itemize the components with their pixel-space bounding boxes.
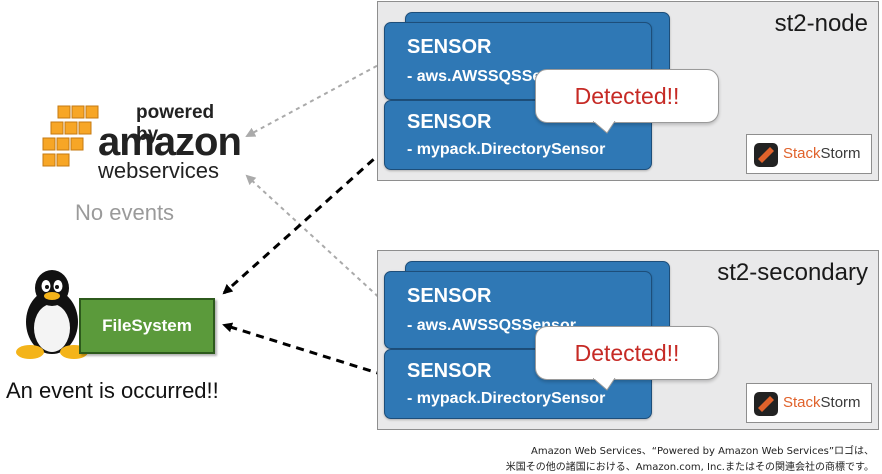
aws-amazon-wordmark: amazon (98, 120, 242, 164)
stackstorm-logo-icon (754, 392, 778, 416)
sensor-name: - mypack.DirectorySensor (407, 141, 606, 158)
node-panel-st2-secondary: st2-secondary SENSOR - aws.AWSSQSSensor … (377, 250, 879, 430)
arrow-filesystem-bottom (222, 322, 385, 377)
stackstorm-logo: StackStorm (746, 134, 872, 174)
filesystem-status: An event is occurred!! (6, 378, 219, 403)
aws-powered-by: powered by (136, 102, 215, 145)
stackstorm-logo-text: StackStorm (783, 145, 861, 162)
arrow-aws-bottom (245, 174, 385, 303)
sensor-title: SENSOR (407, 360, 492, 382)
aws-logo: powered by amazon webservices (38, 100, 242, 186)
stackstorm-logo: StackStorm (746, 383, 872, 423)
sensor-name: - mypack.DirectorySensor (407, 390, 606, 407)
footer-line-2: 米国その他の諸国における、Amazon.com, Inc.またはその関連会社の商… (505, 462, 874, 473)
aws-status: No events (75, 200, 175, 225)
node-title: st2-secondary (717, 259, 868, 286)
sensor-title: SENSOR (407, 36, 492, 58)
stackstorm-logo-icon (754, 143, 778, 167)
callout-tail (593, 121, 616, 134)
stackstorm-logo-text: StackStorm (783, 394, 861, 411)
tux-penguin-icon (16, 270, 88, 359)
callout-tail (593, 378, 616, 391)
sensor-aws: SENSOR - aws.AWSSQSSensor (384, 271, 652, 349)
aws-cubes-icon (42, 105, 99, 167)
sensor-title: SENSOR (407, 111, 492, 133)
filesystem-box: FileSystem (79, 298, 215, 354)
callout-text: Detected!! (574, 83, 680, 109)
node-panel-st2-node: st2-node SENSOR - aws.AWSSQSSensor SENSO… (377, 1, 879, 181)
sensor-name: - aws.AWSSQSSensor (407, 317, 576, 334)
detected-callout: Detected!! (535, 69, 719, 123)
sensor-title: SENSOR (407, 285, 492, 307)
aws-webservices-wordmark: webservices (98, 158, 220, 183)
sensor-name: - aws.AWSSQSSensor (407, 68, 576, 85)
callout-text: Detected!! (574, 340, 680, 366)
arrow-filesystem-top (222, 148, 385, 295)
node-title: st2-node (774, 10, 868, 37)
arrow-aws-top (245, 61, 385, 137)
footer-line-1: Amazon Web Services、“Powered by Amazon W… (531, 446, 874, 457)
filesystem-label: FileSystem (102, 316, 192, 335)
detected-callout: Detected!! (535, 326, 719, 380)
